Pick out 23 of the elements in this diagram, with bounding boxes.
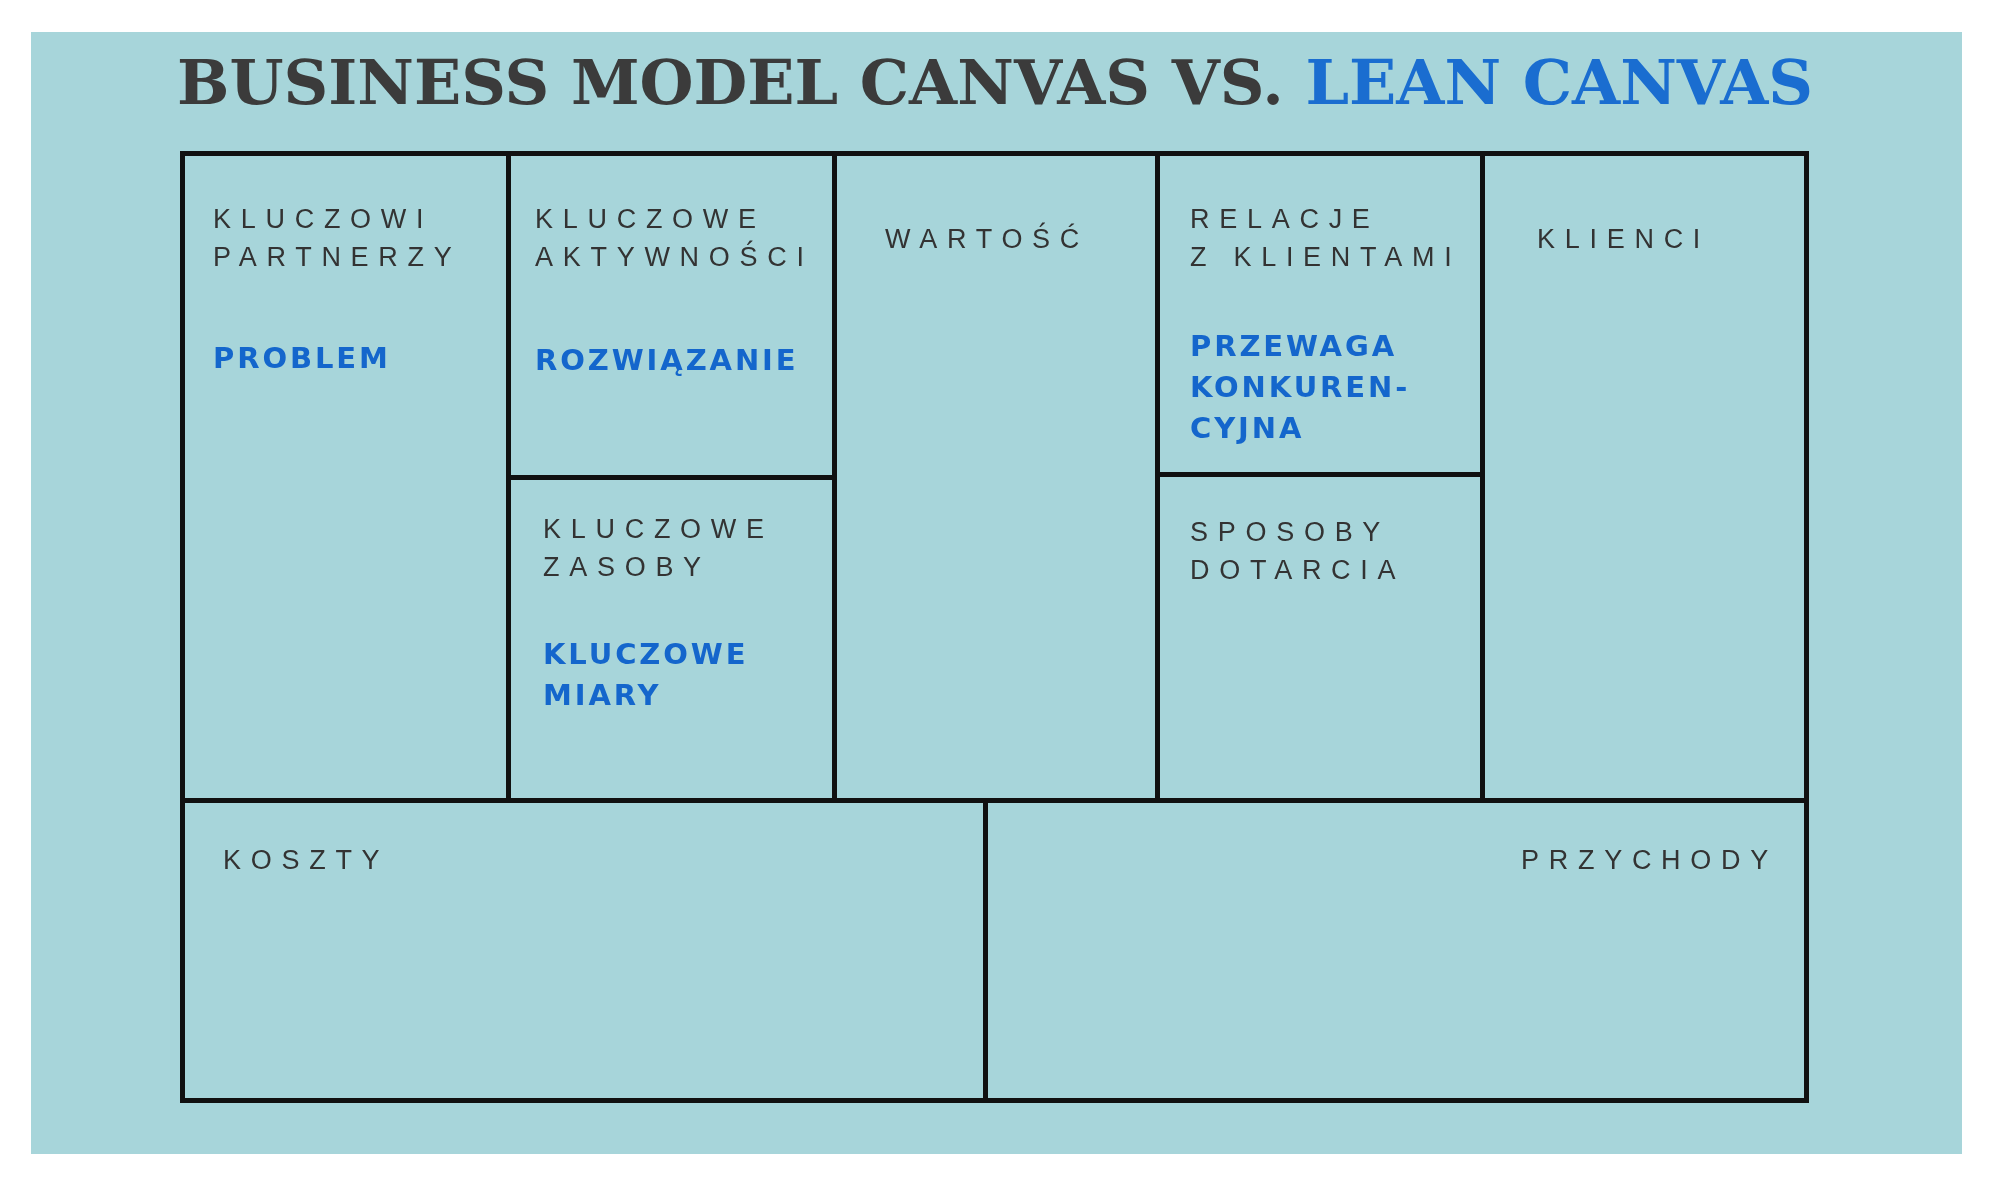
block-heading: RELACJE Z KLIENTAMI bbox=[1190, 203, 1462, 274]
canvas-block bbox=[506, 151, 832, 475]
block-heading: PRZYCHODY bbox=[1521, 844, 1778, 877]
block-heading: KLUCZOWI PARTNERZY bbox=[213, 203, 462, 274]
canvas-block bbox=[180, 798, 983, 1103]
block-heading: KLUCZOWE AKTYWNOŚCI bbox=[535, 203, 814, 274]
lean-canvas-heading: ROZWIĄZANIE bbox=[535, 342, 799, 379]
canvas-block bbox=[1155, 151, 1480, 472]
canvas-block bbox=[180, 151, 506, 798]
lean-canvas-heading: KLUCZOWE MIARY bbox=[543, 636, 749, 714]
canvas-block bbox=[983, 798, 1809, 1103]
canvas-block bbox=[1155, 472, 1480, 798]
block-heading: WARTOŚĆ bbox=[885, 221, 1090, 256]
title: BUSINESS MODEL CANVAS VS. LEAN CANVAS bbox=[177, 48, 1813, 118]
block-heading: KOSZTY bbox=[223, 844, 390, 877]
canvas-block bbox=[506, 475, 832, 798]
block-heading: SPOSOBY DOTARCIA bbox=[1190, 516, 1406, 587]
canvas-block bbox=[1480, 151, 1809, 798]
lean-canvas-heading: PRZEWAGA KONKUREN- CYJNA bbox=[1190, 328, 1411, 447]
lean-canvas-heading: PROBLEM bbox=[213, 340, 391, 377]
block-heading: KLIENCI bbox=[1537, 223, 1711, 256]
block-heading: KLUCZOWE ZASOBY bbox=[543, 513, 774, 584]
canvas-block bbox=[832, 151, 1155, 798]
